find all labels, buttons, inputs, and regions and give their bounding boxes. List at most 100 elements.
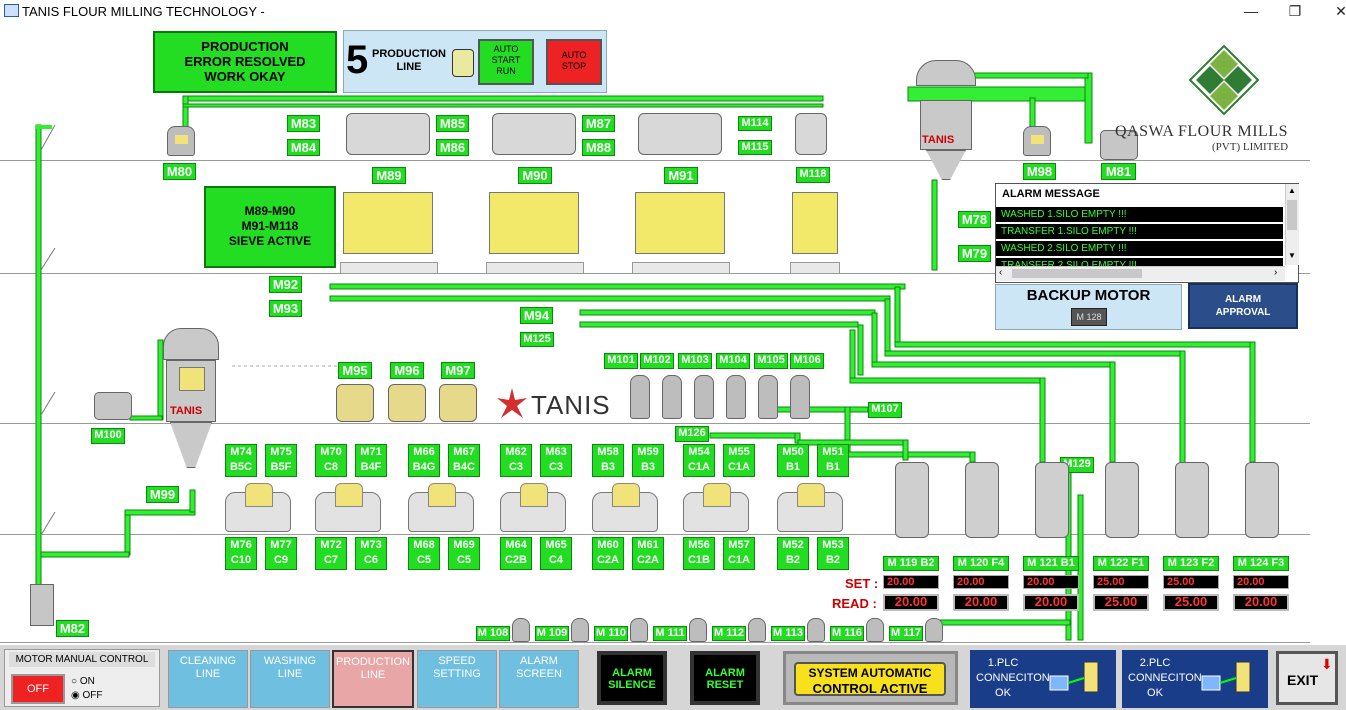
exit-button[interactable]: EXIT ⬇ (1276, 651, 1338, 705)
motor-label[interactable]: M 117 (889, 626, 923, 641)
motor-label[interactable]: M92 (269, 276, 302, 293)
roller-mill[interactable] (592, 483, 658, 532)
packer-label[interactable]: M 121 B1 (1023, 556, 1079, 571)
bran-finisher[interactable] (790, 375, 810, 419)
roller-mill[interactable] (683, 483, 749, 532)
airlock[interactable] (512, 618, 530, 642)
sieve-machine-4[interactable] (795, 113, 827, 155)
motor-label[interactable]: M104 (716, 353, 750, 369)
backup-motor-button[interactable]: M 128 (1071, 308, 1107, 326)
scroll-left-icon[interactable]: ‹ (999, 267, 1003, 278)
set-value[interactable]: 20.00 (1233, 575, 1289, 589)
minimize-button[interactable]: — (1244, 3, 1258, 19)
scroll-up-icon[interactable]: ▲ (1288, 186, 1296, 195)
motor-label[interactable]: M 111 (653, 626, 687, 641)
motor-label[interactable]: M 113 (771, 626, 805, 641)
packer-label[interactable]: M 119 B2 (883, 556, 939, 571)
roller-mill[interactable] (315, 483, 381, 532)
motor-label[interactable]: M93 (269, 300, 302, 317)
airlock[interactable] (748, 618, 766, 642)
sifter-m96[interactable] (388, 384, 426, 422)
motor-label[interactable]: M106 (790, 353, 824, 369)
packer-machine[interactable] (1035, 462, 1069, 538)
bran-finisher[interactable] (630, 375, 650, 419)
alarm-row[interactable]: WASHED 1.SILO EMPTY !!! (996, 207, 1283, 222)
motor-label[interactable]: M80 (163, 163, 196, 180)
auto-start-button[interactable]: AUTO START RUN (478, 39, 534, 85)
sifter-m97[interactable] (439, 384, 477, 422)
roller-mill[interactable] (777, 483, 843, 532)
motor-label[interactable]: M89 (372, 167, 406, 184)
roller-mill[interactable] (225, 483, 291, 532)
packer-label[interactable]: M 122 F1 (1093, 556, 1149, 571)
motor-label[interactable]: M83 (287, 115, 320, 132)
motor-label[interactable]: M98 (1023, 163, 1056, 180)
motor-label[interactable]: M 109 (535, 626, 569, 641)
blower-m100[interactable] (94, 392, 132, 420)
packer-label[interactable]: M 123 F2 (1163, 556, 1219, 571)
airlock[interactable] (925, 618, 943, 642)
set-value[interactable]: 25.00 (1093, 575, 1149, 589)
motor-label[interactable]: M99 (146, 486, 179, 503)
plansifter-m91[interactable] (635, 192, 725, 254)
motor-label[interactable]: M 110 (594, 626, 628, 641)
sieve-machine-2[interactable] (492, 113, 576, 155)
manual-on-radio[interactable]: ○ ON (71, 676, 95, 687)
motor-label[interactable]: M 112 (712, 626, 746, 641)
close-button[interactable]: ✕ (1335, 3, 1346, 19)
sieve-machine-3[interactable] (638, 113, 722, 155)
scroll-down-icon[interactable]: ▼ (1288, 251, 1296, 260)
plansifter-m89[interactable] (343, 192, 433, 254)
motor-label[interactable]: M114 (738, 116, 772, 131)
packer-machine[interactable] (1175, 462, 1209, 538)
manual-off-button[interactable]: OFF (11, 674, 65, 704)
motor-label[interactable]: M 116 (830, 626, 864, 641)
motor-label[interactable]: M100 (91, 428, 125, 444)
alarm-row[interactable]: TRANSFER 1.SILO EMPTY !!! (996, 224, 1283, 239)
sieve-machine-1[interactable] (346, 113, 430, 155)
motor-label[interactable]: M96 (390, 362, 424, 379)
cyclone-m98[interactable] (1023, 126, 1051, 156)
motor-label[interactable]: M103 (678, 353, 712, 369)
auto-stop-button[interactable]: AUTO STOP (546, 39, 602, 85)
roller-mill[interactable] (408, 483, 474, 532)
motor-label[interactable]: M78 (958, 211, 991, 228)
blower-m81[interactable] (1100, 130, 1138, 160)
packer-machine[interactable] (1245, 462, 1279, 538)
motor-label[interactable]: M79 (958, 245, 991, 262)
motor-label[interactable]: M105 (754, 353, 788, 369)
motor-label[interactable]: M85 (436, 115, 469, 132)
cyclone-m80[interactable] (167, 126, 195, 156)
motor-label[interactable]: M94 (520, 307, 553, 324)
bran-finisher[interactable] (726, 375, 746, 419)
alarm-row[interactable]: TRANSFER 2.SILO EMPTY !!! (996, 258, 1283, 266)
scroll-right-icon[interactable]: › (1274, 267, 1278, 278)
packer-label[interactable]: M 120 F4 (953, 556, 1009, 571)
motor-label[interactable]: M84 (287, 139, 320, 156)
manual-off-radio[interactable]: ◉ OFF (71, 690, 103, 701)
sifter-m95[interactable] (336, 384, 374, 422)
plansifter-m118[interactable] (792, 192, 838, 254)
left-silo-body[interactable] (166, 360, 216, 422)
roller-mill[interactable] (500, 483, 566, 532)
alarm-vscroll[interactable]: ▲ ▼ (1285, 184, 1299, 265)
